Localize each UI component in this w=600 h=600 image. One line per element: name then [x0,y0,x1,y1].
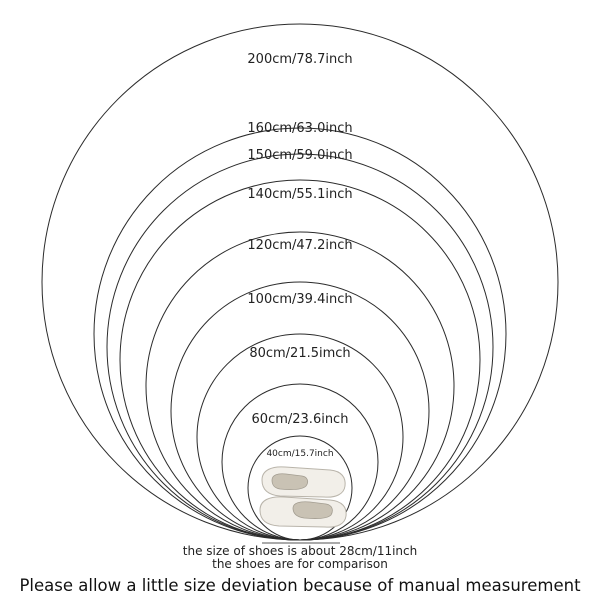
ring-label-140cm: 140cm/55.1inch [247,187,352,202]
shoe-comparison-note: the shoes are for comparison [212,557,388,571]
ring-label-120cm: 120cm/47.2inch [247,238,352,253]
ring-label-80cm: 80cm/21.5imch [249,346,350,361]
ring-40cm [247,435,353,541]
shoe-size-note: the size of shoes is about 28cm/11inch [182,544,418,558]
ring-label-160cm: 160cm/63.0inch [247,121,352,136]
ring-label-200cm: 200cm/78.7inch [247,52,352,67]
ring-label-60cm: 60cm/23.6inch [252,412,349,427]
ring-label-150cm: 150cm/59.0inch [247,148,352,163]
ring-label-40cm: 40cm/15.7inch [266,449,333,459]
ring-label-100cm: 100cm/39.4inch [247,292,352,307]
measurement-deviation-note: Please allow a little size deviation bec… [19,576,581,595]
slippers-image [259,466,347,528]
